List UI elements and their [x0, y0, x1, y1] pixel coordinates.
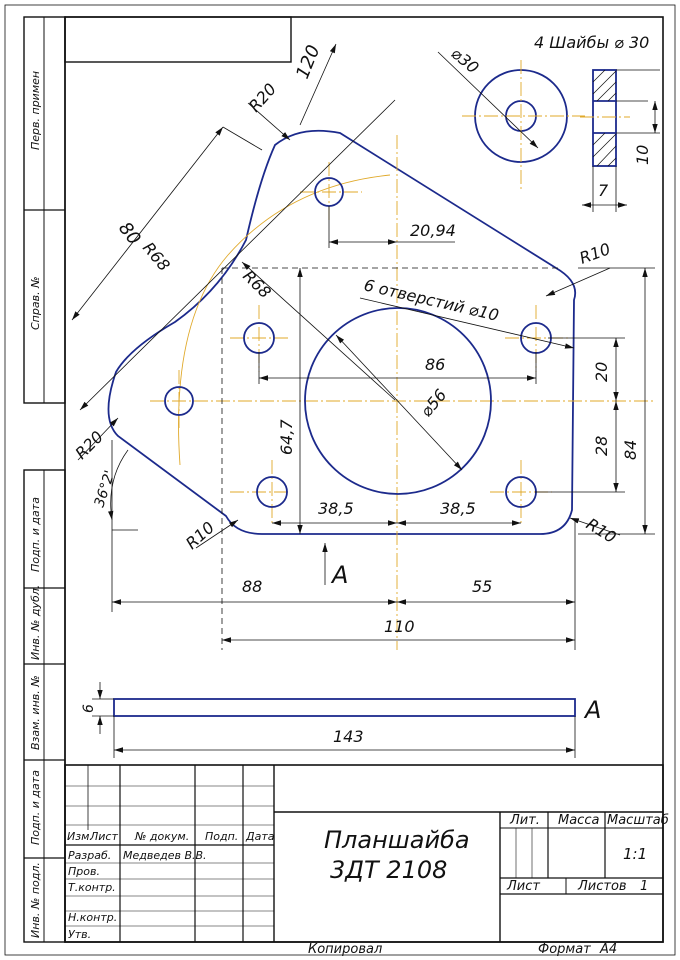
- format-label: Формат: [538, 942, 591, 957]
- dim-d56: ⌀56: [417, 385, 451, 420]
- copied-label: Копировал: [308, 942, 382, 957]
- razrab-name: Медведев В.В.: [123, 849, 207, 862]
- dim-r20-top: R20: [245, 80, 280, 116]
- construction-arc: [178, 174, 391, 466]
- dim-28: 28: [592, 436, 611, 456]
- dim-38-5-a: 38,5: [318, 499, 354, 518]
- dim-110: 110: [384, 617, 415, 636]
- centre-lines: [150, 135, 655, 650]
- view-marker-a: А: [330, 561, 348, 589]
- inner-frame: [64, 16, 664, 943]
- side-label-podp2: Подп. и дата: [29, 770, 42, 845]
- dim-86: 86: [425, 355, 445, 374]
- col-date: Дата: [245, 830, 275, 843]
- outer-frame: [4, 4, 676, 956]
- side-label-sprav: Справ. №: [29, 276, 42, 330]
- note-holes: 6 отверстий ⌀10: [362, 275, 501, 325]
- label-massa: Масса: [558, 813, 599, 828]
- dim-84: 84: [621, 440, 640, 460]
- dim-r10-tr: R10: [577, 239, 613, 268]
- dim-20: 20: [592, 362, 611, 382]
- side-label-perv: Перв. примен: [29, 71, 42, 150]
- dim-r68-b: R68: [239, 266, 275, 302]
- format-value: А4: [599, 942, 617, 957]
- view-arrow-a: А: [322, 543, 348, 589]
- col-sign: Подп.: [205, 830, 238, 843]
- part-name: Планшайба: [324, 826, 470, 854]
- dim-55: 55: [472, 577, 492, 596]
- dim-w10: 10: [633, 145, 652, 165]
- view-label-a: А: [583, 696, 601, 724]
- dim-r68-a: R68: [139, 238, 174, 274]
- dim-38-5-b: 38,5: [440, 499, 476, 518]
- label-sheet: Лист: [506, 879, 540, 894]
- part-code: 3ДТ 2108: [330, 856, 447, 884]
- dim-143: 143: [333, 727, 364, 746]
- side-stamp: Перв. примен Справ. № Подп. и дата Инв. …: [23, 16, 66, 943]
- note-washers: 4 Шайбы ⌀ 30: [534, 33, 649, 52]
- row-tkontr: Т.контр.: [68, 881, 116, 894]
- side-label-inv-dubl: Инв. № дубл.: [29, 585, 42, 660]
- holes: [164, 177, 552, 508]
- label-sheets-count: Листов: [577, 879, 627, 894]
- dimension-lines: 120 R20 80 R68 R68 R20 36°2' R10 R10 R10…: [71, 42, 655, 650]
- col-izm: Изм.: [67, 830, 93, 843]
- col-list: Лист: [89, 830, 118, 843]
- dim-80: 80: [114, 218, 145, 249]
- row-utv: Утв.: [68, 928, 91, 941]
- washer-views: ⌀30 4 Шайбы ⌀ 30 10 7: [437, 33, 660, 212]
- hidden-lines: [221, 267, 560, 650]
- label-lit: Лит.: [509, 813, 540, 828]
- dim-20-94: 20,94: [410, 221, 456, 240]
- title-block: Изм. Лист № докум. Подп. Дата Разраб. Ме…: [64, 764, 669, 943]
- side-label-podp1: Подп. и дата: [29, 497, 42, 572]
- dim-r10-br: R10: [583, 514, 620, 547]
- row-prov: Пров.: [68, 865, 100, 878]
- dim-angle: 36°2': [92, 469, 119, 510]
- side-label-vzam: Взам. инв. №: [29, 675, 42, 750]
- dim-120: 120: [292, 42, 324, 82]
- side-label-inv-podl: Инв. № подл.: [29, 862, 42, 938]
- sheets-count-value: 1: [640, 879, 648, 894]
- central-bore: [304, 307, 492, 495]
- row-nkontr: Н.контр.: [68, 911, 117, 924]
- scale-value: 1:1: [623, 845, 647, 863]
- plate-outline: [107, 129, 577, 535]
- dim-w30: ⌀30: [447, 44, 482, 78]
- label-masshtab: Масштаб: [607, 813, 669, 828]
- dim-64-7: 64,7: [277, 419, 296, 455]
- dim-w7: 7: [598, 181, 609, 200]
- row-razrab: Разраб.: [68, 849, 111, 862]
- dim-r20-left: R20: [71, 427, 107, 463]
- top-stamp-box: [64, 16, 292, 63]
- dim-r10-bl: R10: [182, 518, 218, 553]
- col-docnum: № докум.: [134, 830, 189, 843]
- dim-6: 6: [81, 704, 97, 713]
- dim-88: 88: [242, 577, 262, 596]
- view-a: А 6 143: [81, 682, 601, 758]
